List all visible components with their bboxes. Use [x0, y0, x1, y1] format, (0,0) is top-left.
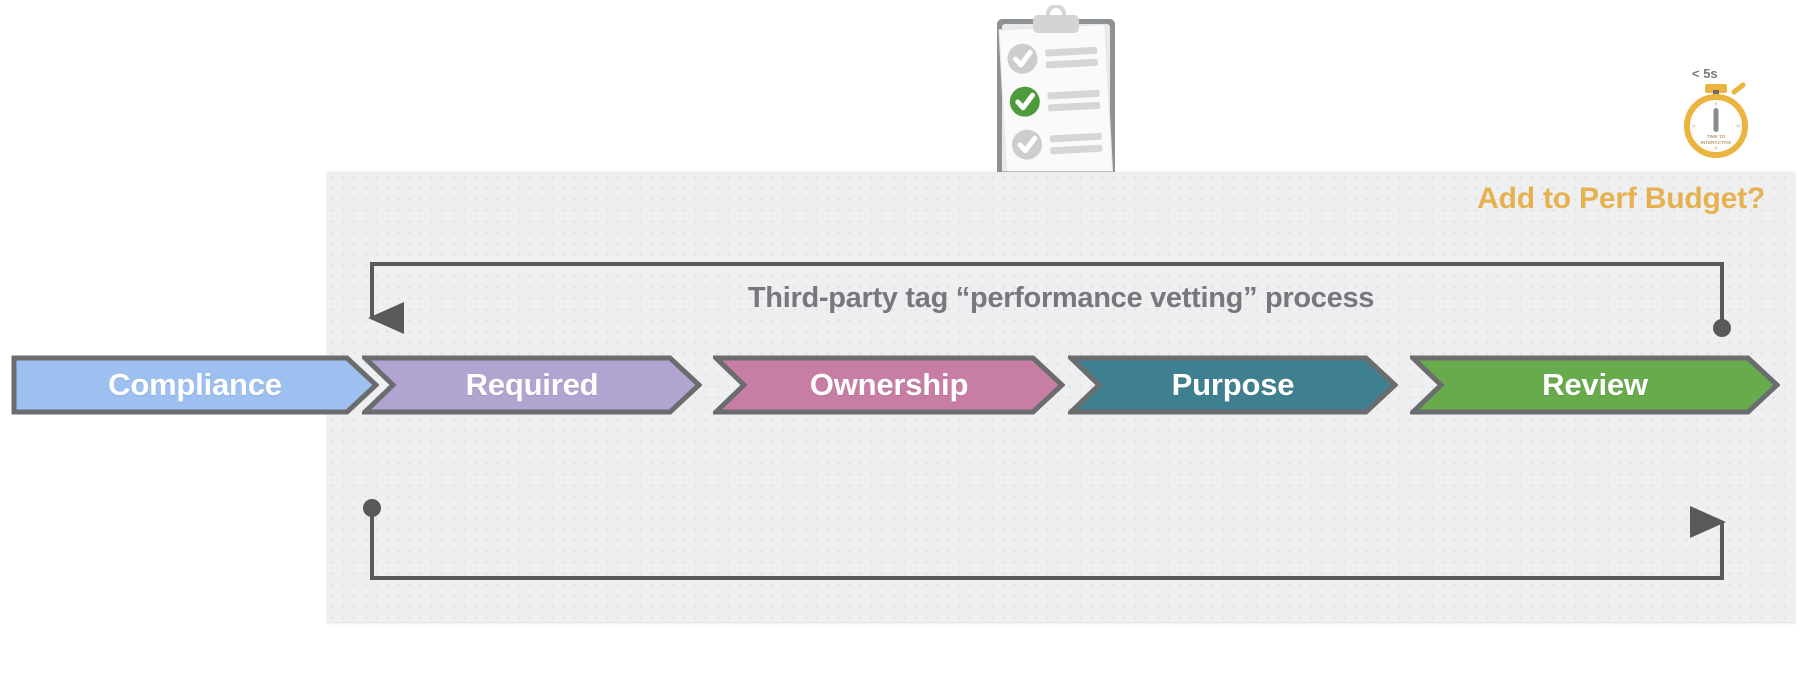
flow-step-label-purpose: Purpose	[1171, 367, 1295, 402]
stopwatch-illustration: < 5s TIME TO INTERACTIVE	[1672, 62, 1764, 162]
flow-step-review[interactable]: Review	[1410, 355, 1780, 415]
chevron-shape-ownership	[713, 355, 1065, 415]
clipboard-paper	[998, 23, 1114, 187]
flow-step-ownership[interactable]: Ownership	[713, 355, 1065, 415]
stopwatch-hand	[1713, 108, 1719, 132]
chevron-shape-review	[1410, 355, 1780, 415]
process-chevron-flow: Compliance Required Ownership Purpose Re…	[0, 355, 1810, 475]
flow-step-label-review: Review	[1542, 367, 1648, 402]
page-title: Third-party tag “performance vetting” pr…	[747, 282, 1375, 314]
stopwatch-dial-label-2: INTERACTIVE	[1701, 140, 1732, 145]
chevron-shape-purpose	[1068, 355, 1398, 415]
chevron-shape-required	[362, 355, 702, 415]
chevron-shape-compliance	[11, 355, 379, 415]
checklist-clipboard-illustration	[985, 4, 1130, 220]
perf-budget-label: Add to Perf Budget?	[1477, 182, 1765, 215]
flow-step-label-required: Required	[465, 367, 599, 402]
flow-step-purpose[interactable]: Purpose	[1068, 355, 1398, 415]
flow-step-label-ownership: Ownership	[809, 367, 969, 402]
stopwatch-crown	[1705, 84, 1727, 93]
flow-step-required[interactable]: Required	[362, 355, 702, 415]
flow-step-compliance[interactable]: Compliance	[11, 355, 379, 415]
stopwatch-dial-label-1: TIME TO	[1707, 134, 1726, 139]
stopwatch-caption-text: < 5s	[1692, 66, 1718, 81]
flow-step-label-compliance: Compliance	[108, 367, 282, 402]
